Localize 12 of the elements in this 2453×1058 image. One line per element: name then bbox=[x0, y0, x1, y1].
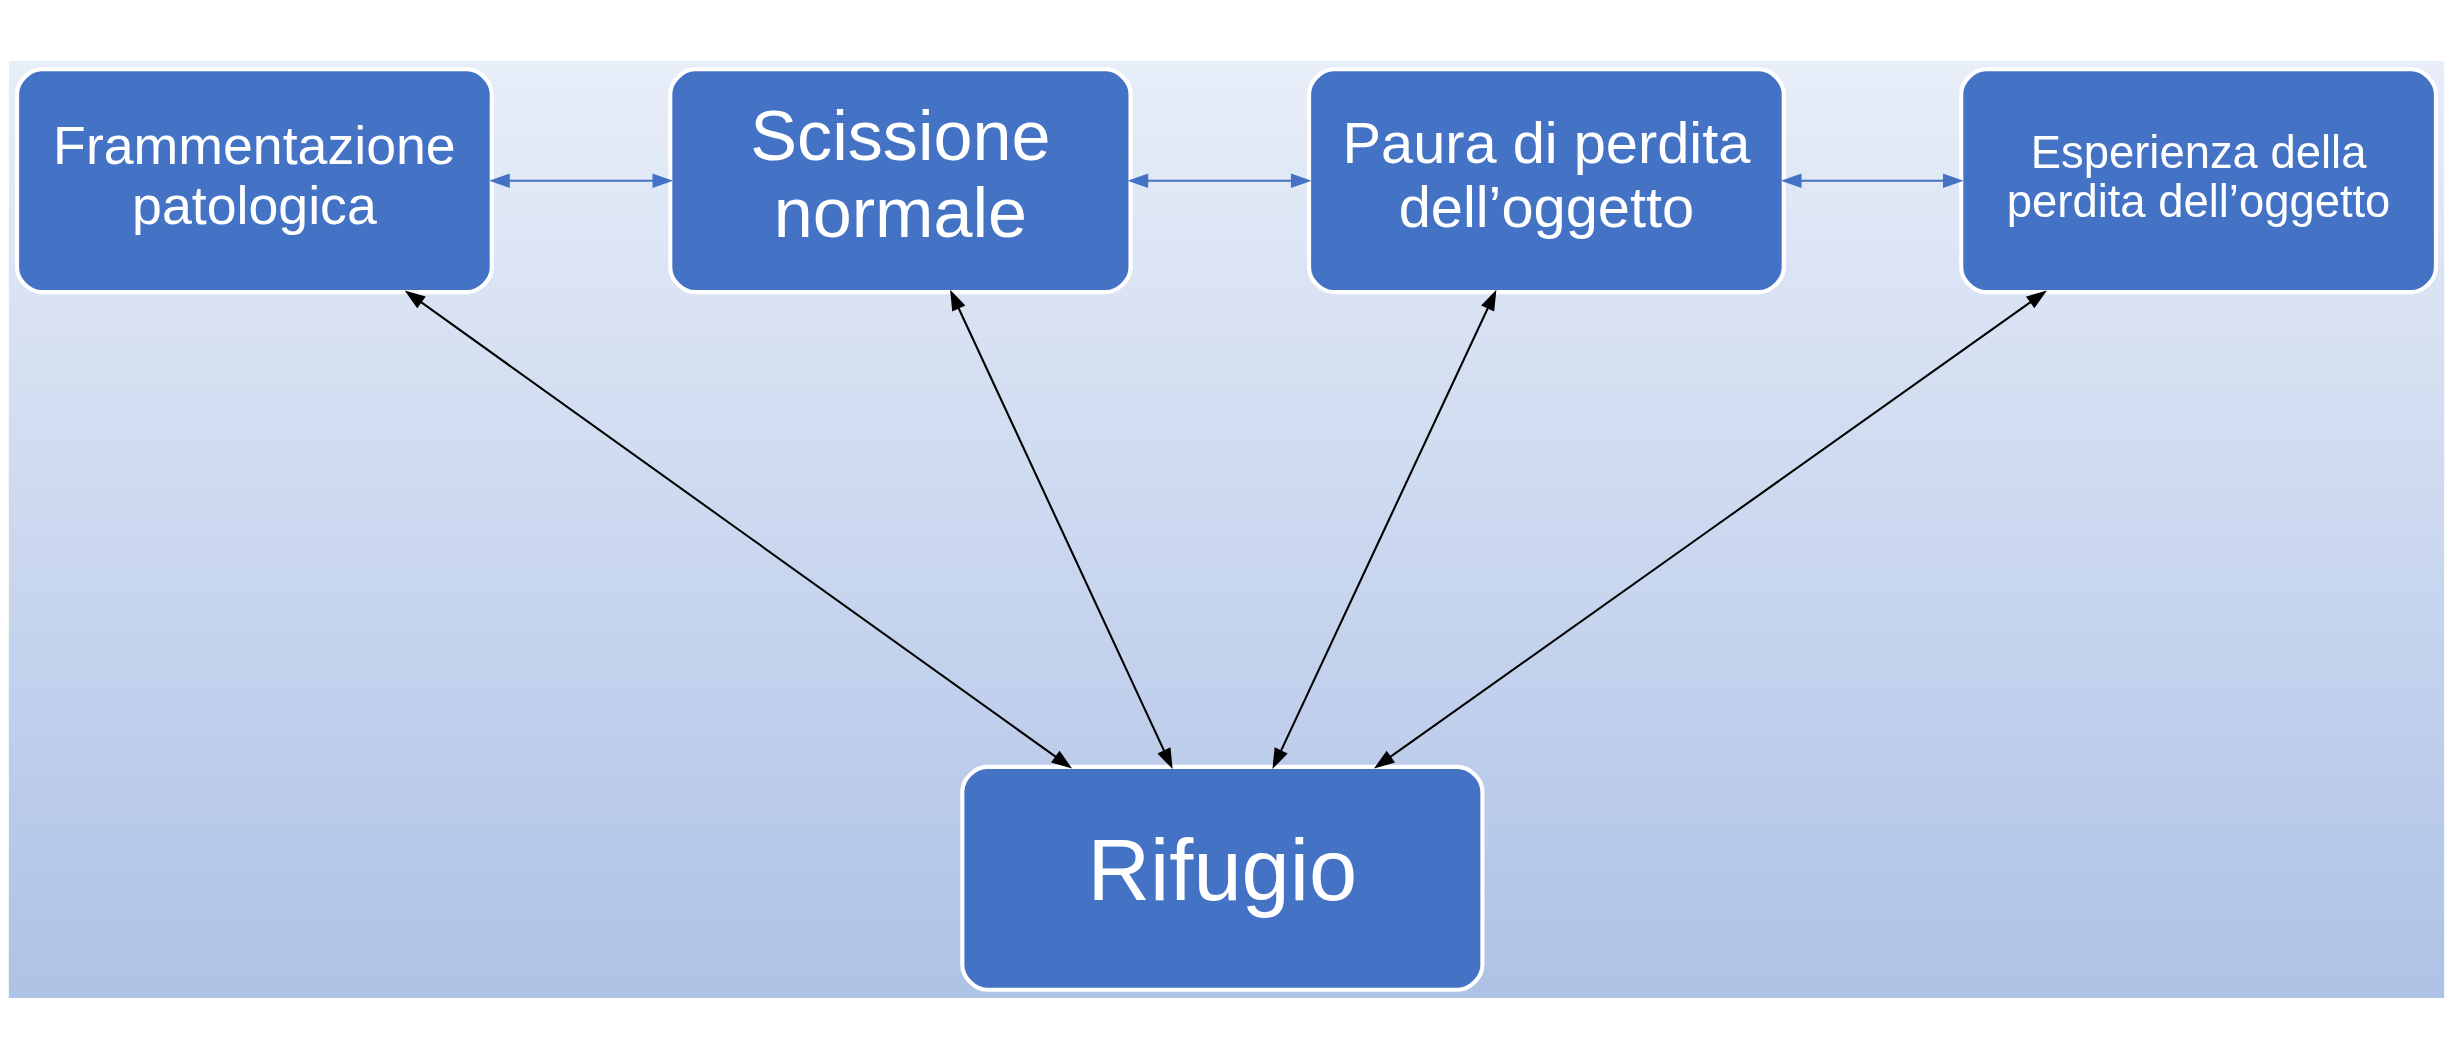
node-box: Scissione normale bbox=[668, 66, 1133, 294]
arrow bbox=[1373, 289, 2047, 769]
node-box: Esperienza della perdita dell’oggetto bbox=[1959, 66, 2438, 294]
node-box: Frammentazione patologica bbox=[15, 66, 494, 294]
node-box: Rifugio bbox=[960, 764, 1485, 992]
arrow bbox=[1780, 172, 1964, 188]
arrow bbox=[1127, 172, 1312, 188]
arrow bbox=[404, 289, 1073, 769]
arrow bbox=[489, 172, 674, 188]
arrow bbox=[950, 289, 1173, 769]
arrow bbox=[1272, 289, 1497, 769]
node-box: Paura di perdita dell’oggetto bbox=[1307, 66, 1786, 294]
